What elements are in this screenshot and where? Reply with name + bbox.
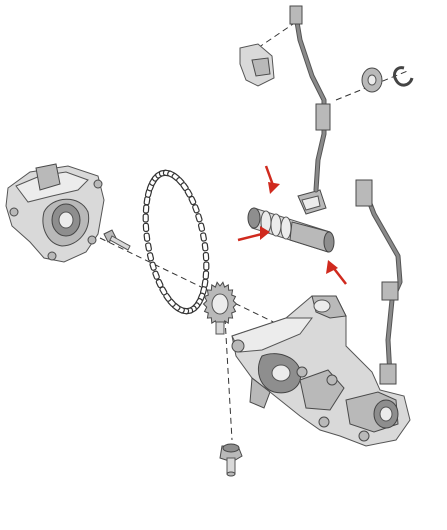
chain-link	[195, 213, 203, 223]
chain-link	[155, 278, 164, 289]
sprocket-hub	[211, 293, 229, 315]
harness-connector	[297, 189, 327, 215]
solenoid-valve	[247, 207, 335, 253]
chain-link	[142, 213, 149, 223]
seal-ring	[361, 67, 383, 93]
chain-link	[142, 204, 150, 214]
oil-pump-housing	[231, 295, 411, 447]
chain-link	[200, 232, 207, 242]
assembly-guide-lines	[99, 21, 411, 441]
chain-link	[202, 270, 210, 280]
timing-cover	[5, 163, 105, 263]
timing-chain	[142, 169, 210, 315]
chain-link	[202, 251, 210, 262]
chain-link	[152, 270, 160, 280]
highlight-arrow-bottom	[326, 260, 347, 285]
wire-harness-lower	[355, 179, 403, 385]
circlip	[392, 66, 414, 87]
chain-link	[143, 232, 151, 242]
chain-link	[146, 252, 155, 262]
chain-link	[145, 242, 152, 252]
wire-harness-upper	[289, 5, 331, 193]
highlight-arrow-top	[264, 165, 280, 194]
chain-link	[203, 261, 210, 271]
oil-pump-sprocket	[202, 281, 238, 335]
chain-link	[197, 222, 206, 232]
cover-bolt	[103, 229, 131, 251]
pump-bolt	[219, 443, 243, 477]
highlight-arrow-left	[237, 226, 270, 242]
sprocket-shaft	[215, 321, 225, 335]
chain-link	[188, 195, 197, 206]
chain-link	[142, 222, 150, 233]
upper-connector-bracket	[239, 43, 275, 87]
chain-link	[149, 261, 157, 271]
chain-link	[201, 242, 209, 252]
chain-link	[192, 204, 200, 214]
